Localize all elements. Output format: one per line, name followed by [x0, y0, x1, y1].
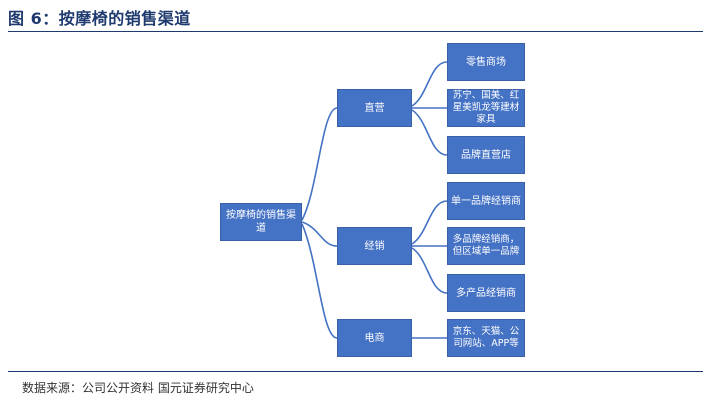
leaf-node-retail-mall: 零售商场: [447, 43, 525, 81]
connector-root-direct: [301, 107, 338, 221]
leaf-node-brand-store: 品牌直营店: [447, 136, 525, 174]
leaf-label: 京东、天猫、公司网站、APP等: [452, 326, 520, 349]
figure-title: 图 6：按摩椅的销售渠道: [8, 9, 191, 28]
connector-root-ecommerce: [301, 223, 338, 339]
leaf-label: 品牌直营店: [461, 149, 511, 161]
leaf-node-multi-brand-dealer: 多品牌经销商，但区域单一品牌: [447, 227, 525, 265]
top-rule: [8, 31, 703, 32]
branch-node-distribution: 经销: [337, 227, 412, 265]
leaf-label: 苏宁、国美、红星美凯龙等建材家具: [452, 90, 520, 125]
branch-node-direct: 直营: [337, 89, 412, 127]
leaf-label: 零售商场: [466, 56, 506, 68]
connector-direct-retail: [411, 61, 448, 107]
branch-label: 经销: [364, 240, 385, 252]
leaf-label: 多品牌经销商，但区域单一品牌: [452, 234, 520, 257]
leaf-node-suning-gome: 苏宁、国美、红星美凯龙等建材家具: [447, 89, 525, 127]
root-label: 按摩椅的销售渠道: [226, 210, 296, 234]
leaf-label: 单一品牌经销商: [451, 195, 521, 207]
root-node: 按摩椅的销售渠道: [220, 203, 302, 241]
bottom-rule: [8, 371, 703, 372]
leaf-node-online-platforms: 京东、天猫、公司网站、APP等: [447, 319, 525, 357]
source-note: 数据来源：公司公开资料 国元证券研究中心: [22, 381, 254, 395]
connector-root-distribution: [301, 221, 338, 247]
branch-node-ecommerce: 电商: [337, 319, 412, 357]
connector-distribution-single: [411, 200, 448, 245]
branch-label: 电商: [364, 332, 385, 344]
branch-label: 直营: [364, 102, 385, 114]
leaf-node-multi-product-dealer: 多产品经销商: [447, 274, 525, 312]
leaf-node-single-brand-dealer: 单一品牌经销商: [447, 182, 525, 220]
connector-direct-store: [411, 109, 448, 156]
leaf-label: 多产品经销商: [456, 287, 516, 299]
connector-distribution-product: [411, 247, 448, 294]
